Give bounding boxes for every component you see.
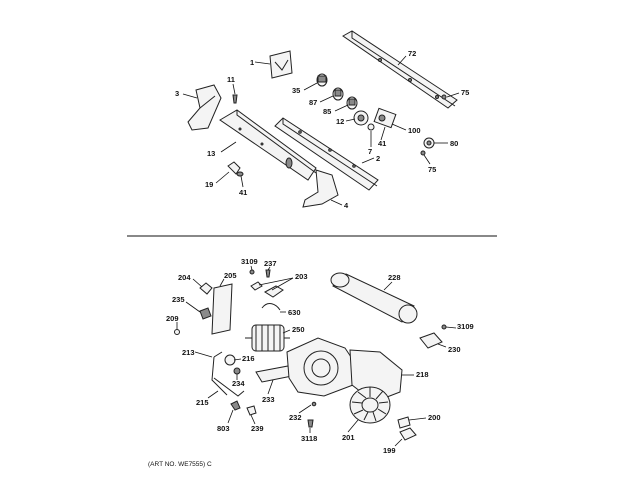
part-19-clip — [227, 161, 241, 175]
label-218: 218 — [416, 370, 429, 379]
part-200-clip — [397, 416, 411, 429]
part-4-endcap — [302, 169, 339, 208]
label-228: 228 — [388, 273, 401, 282]
label-72: 72 — [408, 49, 416, 58]
label-3118: 3118 — [301, 434, 317, 443]
part-1-card — [269, 50, 293, 79]
part-201-blower-wheel — [349, 386, 391, 424]
part-7-knob — [367, 123, 375, 131]
label-35: 35 — [292, 86, 300, 95]
label-41-upper: 41 — [378, 139, 386, 148]
control-panel-assembly: 1 72 75 3 11 35 87 85 12 100 80 41 7 75 … — [175, 30, 469, 210]
label-1: 1 — [250, 58, 254, 67]
part-233-mount — [255, 365, 293, 383]
part-199-clip — [399, 427, 417, 441]
part-205-bracket — [211, 283, 233, 335]
part-75-screw-lower — [420, 150, 426, 156]
label-7: 7 — [368, 147, 372, 156]
part-235-switch — [199, 307, 212, 320]
part-3-endcap — [187, 84, 222, 131]
label-239: 239 — [251, 424, 264, 433]
part-250-motor — [245, 324, 290, 352]
label-232: 232 — [289, 413, 302, 422]
label-235: 235 — [172, 295, 185, 304]
art-number-caption: (ART NO. WE7555) C — [148, 461, 212, 468]
leader-lines-top — [182, 55, 460, 206]
part-204-clamp — [199, 282, 213, 295]
label-203: 203 — [295, 272, 308, 281]
label-19: 19 — [205, 180, 213, 189]
label-237: 237 — [264, 259, 277, 268]
part-blower-housing — [286, 337, 354, 397]
label-630: 630 — [288, 308, 301, 317]
label-85: 85 — [323, 107, 331, 116]
label-234: 234 — [232, 379, 245, 388]
label-13: 13 — [207, 149, 215, 158]
label-3109-left: 3109 — [241, 257, 258, 266]
label-216: 216 — [242, 354, 255, 363]
part-213-idler — [211, 351, 228, 396]
label-204: 204 — [178, 273, 191, 282]
part-230-sensor — [419, 332, 443, 349]
label-3109-right: 3109 — [457, 322, 474, 331]
part-203-clip — [264, 285, 284, 298]
label-215: 215 — [196, 398, 209, 407]
label-4: 4 — [344, 201, 349, 210]
label-80: 80 — [450, 139, 458, 148]
label-213: 213 — [182, 348, 195, 357]
part-3109-screw-left — [249, 269, 255, 275]
part-803-clip — [230, 400, 241, 411]
label-201: 201 — [342, 433, 355, 442]
part-216-pulley — [224, 354, 236, 366]
part-209-grommet — [174, 329, 180, 335]
part-11-screw — [232, 94, 238, 104]
label-205: 205 — [224, 271, 237, 280]
label-3: 3 — [175, 89, 179, 98]
part-234-washer — [233, 367, 241, 375]
part-3118-screw — [307, 419, 314, 428]
part-630-harness — [261, 303, 281, 311]
label-803: 803 — [217, 424, 230, 433]
leader-lines-bottom — [176, 265, 457, 447]
part-237-screw — [265, 269, 271, 278]
label-233: 233 — [262, 395, 275, 404]
part-87-switch — [332, 87, 344, 101]
part-75-screw-upper — [441, 94, 447, 100]
label-209: 209 — [166, 314, 179, 323]
part-35-knob — [316, 73, 328, 87]
part-239-clip — [246, 405, 257, 416]
part-41-lens — [236, 171, 244, 177]
label-199: 199 — [383, 446, 396, 455]
part-12-knob — [353, 110, 369, 126]
label-200: 200 — [428, 413, 441, 422]
part-100-timer — [373, 107, 397, 129]
label-41-lower: 41 — [239, 188, 247, 197]
label-75-lower: 75 — [428, 165, 436, 174]
part-232-screw — [311, 401, 317, 407]
label-11: 11 — [227, 75, 235, 84]
label-250: 250 — [292, 325, 305, 334]
blower-assembly: 3109 237 204 205 203 228 235 630 209 250… — [166, 257, 474, 455]
label-75-upper: 75 — [461, 88, 469, 97]
label-100: 100 — [408, 126, 421, 135]
part-215-spring — [213, 377, 245, 397]
part-3109-screw-right — [441, 324, 447, 330]
label-12: 12 — [336, 117, 344, 126]
part-228-duct — [330, 272, 418, 324]
label-87: 87 — [309, 98, 317, 107]
part-85-switch — [346, 96, 358, 110]
part-80-knob — [423, 137, 435, 149]
label-2: 2 — [376, 154, 380, 163]
label-230: 230 — [448, 345, 461, 354]
